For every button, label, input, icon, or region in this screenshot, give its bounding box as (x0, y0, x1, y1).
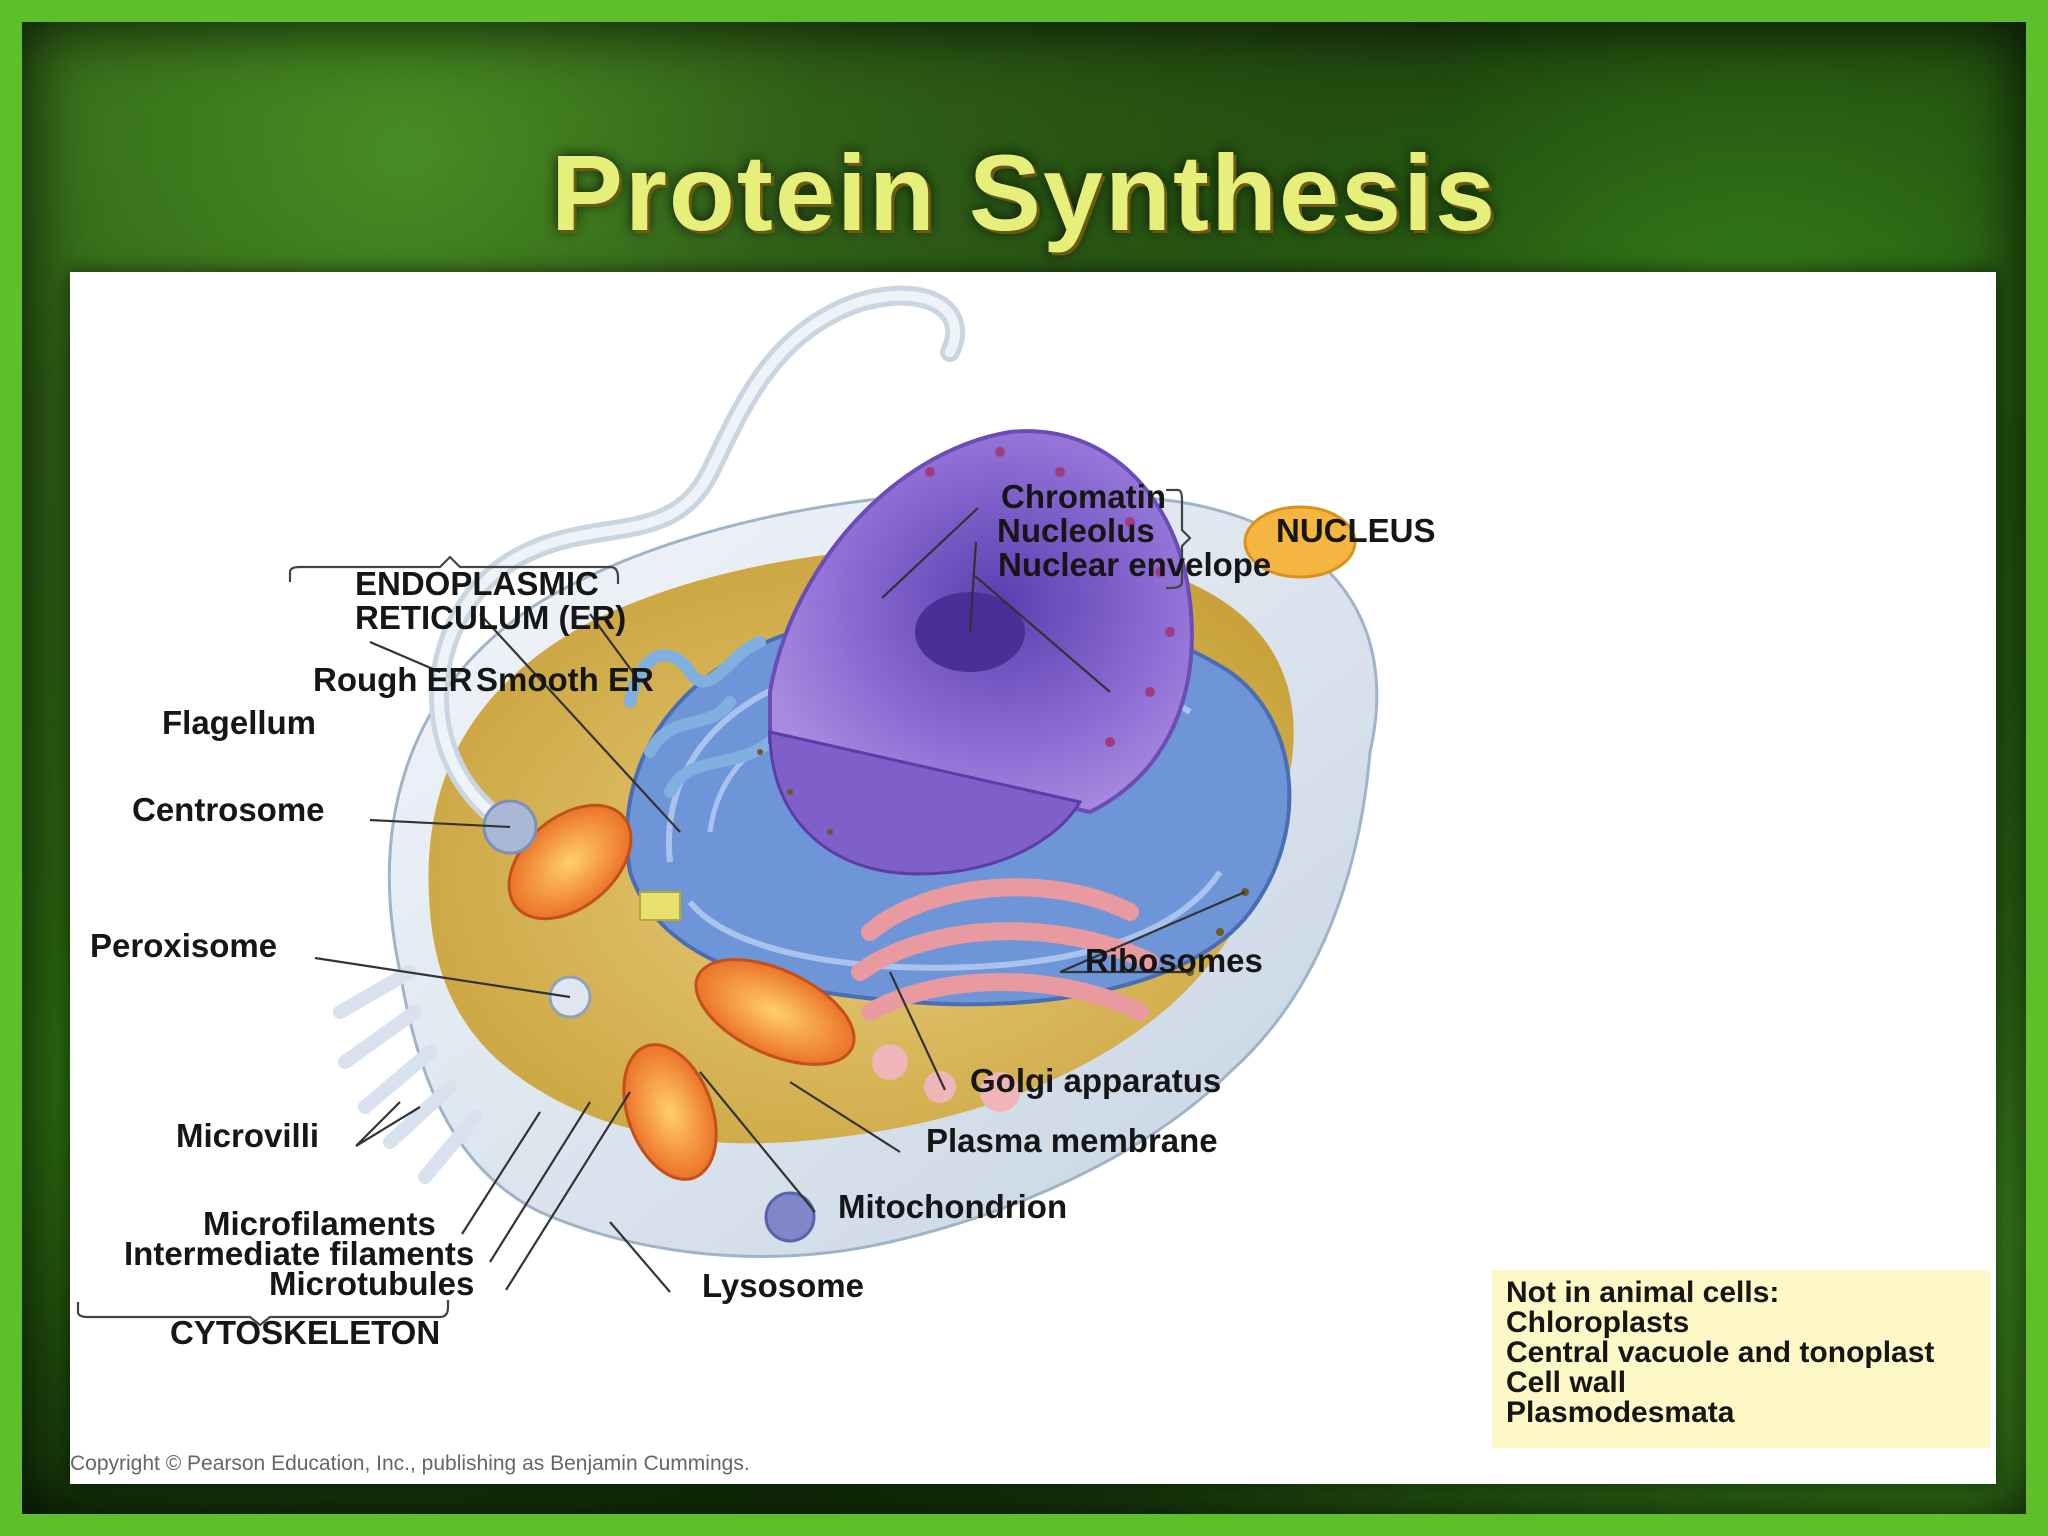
label-nucleus: NUCLEUS (1276, 512, 1436, 549)
label-cytoskeleton: CYTOSKELETON (170, 1314, 440, 1351)
label-er-header-2: RETICULUM (ER) (355, 599, 626, 636)
note-item: Chloroplasts (1506, 1308, 1990, 1338)
label-ribosomes: Ribosomes (1085, 942, 1263, 979)
label-peroxisome: Peroxisome (90, 927, 277, 964)
label-rough-er: Rough ER (313, 661, 473, 698)
slide-title: Protein Synthesis (0, 130, 2048, 255)
note-item: Central vacuole and tonoplast (1506, 1338, 1990, 1368)
copyright-line: Copyright © Pearson Education, Inc., pub… (70, 1452, 970, 1480)
label-smooth-er: Smooth ER (476, 661, 654, 698)
not-in-animal-cells-box: Not in animal cells: Chloroplasts Centra… (1492, 1270, 1990, 1448)
label-nucleolus: Nucleolus (997, 512, 1155, 549)
label-plasma-membrane: Plasma membrane (926, 1122, 1218, 1159)
diagram-panel: ENDOPLASMIC RETICULUM (ER) Rough ER Smoo… (70, 272, 1996, 1484)
note-item: Plasmodesmata (1506, 1398, 1990, 1428)
label-microtubules: Microtubules (269, 1265, 474, 1302)
label-golgi-apparatus: Golgi apparatus (970, 1062, 1221, 1099)
label-lysosome: Lysosome (702, 1267, 864, 1304)
label-mitochondrion: Mitochondrion (838, 1188, 1067, 1225)
lysosome-shape (766, 1193, 814, 1241)
label-er-header-1: ENDOPLASMIC (355, 565, 599, 602)
label-centrosome: Centrosome (132, 791, 325, 828)
note-heading: Not in animal cells: (1506, 1278, 1990, 1308)
note-item: Cell wall (1506, 1368, 1990, 1398)
label-microvilli: Microvilli (176, 1117, 319, 1154)
label-flagellum: Flagellum (162, 704, 316, 741)
label-nuclear-envelope: Nuclear envelope (998, 546, 1271, 583)
label-chromatin: Chromatin (1001, 478, 1166, 515)
